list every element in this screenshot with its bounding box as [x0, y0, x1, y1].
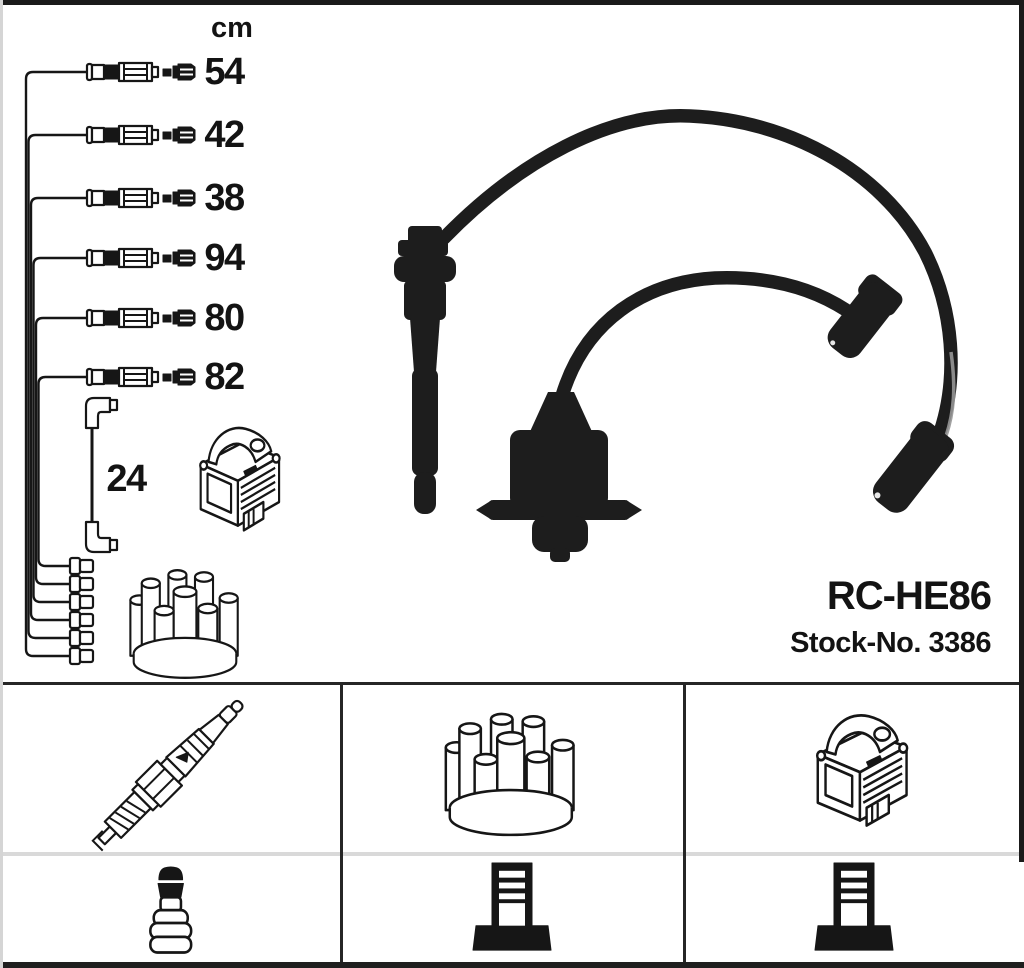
- unit-label: cm: [211, 12, 253, 44]
- distributor-cap-icon: [129, 569, 239, 679]
- angled-boot: [872, 421, 955, 513]
- frame-border-top: [0, 0, 1024, 5]
- frame-border-right: [1019, 0, 1024, 862]
- lead-length-diagram: [24, 61, 281, 679]
- length-value: 42: [204, 114, 245, 156]
- length-value: 82: [204, 356, 245, 398]
- stock-number: Stock-No. 3386: [790, 627, 991, 659]
- lead-row-icon: [85, 366, 197, 388]
- coil-wire-length: 24: [106, 458, 147, 500]
- frame-border-bottom: [0, 962, 1024, 968]
- coil-wire-icon: [84, 396, 119, 554]
- product-code: RC-HE86: [826, 574, 992, 618]
- length-value: 38: [204, 177, 245, 219]
- coil-tower-icon: [472, 862, 552, 951]
- length-value: 54: [204, 51, 245, 93]
- lead-row-icon: [85, 247, 197, 269]
- lead-bracket-wires: [24, 70, 86, 658]
- coil-tower-icon: [814, 862, 894, 951]
- angled-boot: [827, 274, 903, 358]
- lead-row-icon: [85, 307, 197, 329]
- lead-row-icon: [85, 61, 197, 83]
- distributor-cap-icon: [444, 712, 575, 837]
- lead-row-icon: [85, 187, 197, 209]
- plug-boot: [394, 226, 456, 514]
- ignition-coil-icon: [815, 713, 909, 827]
- plug-terminal-icon: [148, 865, 193, 954]
- length-value: 94: [204, 237, 245, 279]
- spark-plug-icon: [83, 688, 254, 859]
- ignition-coil-icon: [198, 426, 281, 532]
- length-value: 80: [204, 297, 245, 339]
- cables-photo: [394, 109, 958, 562]
- legend-col-divider: [340, 683, 343, 963]
- legend-col-divider: [683, 683, 686, 963]
- legend-row-divider: [0, 852, 1024, 856]
- distributor-end-stubs: [68, 556, 95, 666]
- frame-border-left: [0, 0, 3, 968]
- legend-top-divider: [0, 682, 1024, 685]
- lead-row-icon: [85, 124, 197, 146]
- distributor-boot: [476, 392, 642, 562]
